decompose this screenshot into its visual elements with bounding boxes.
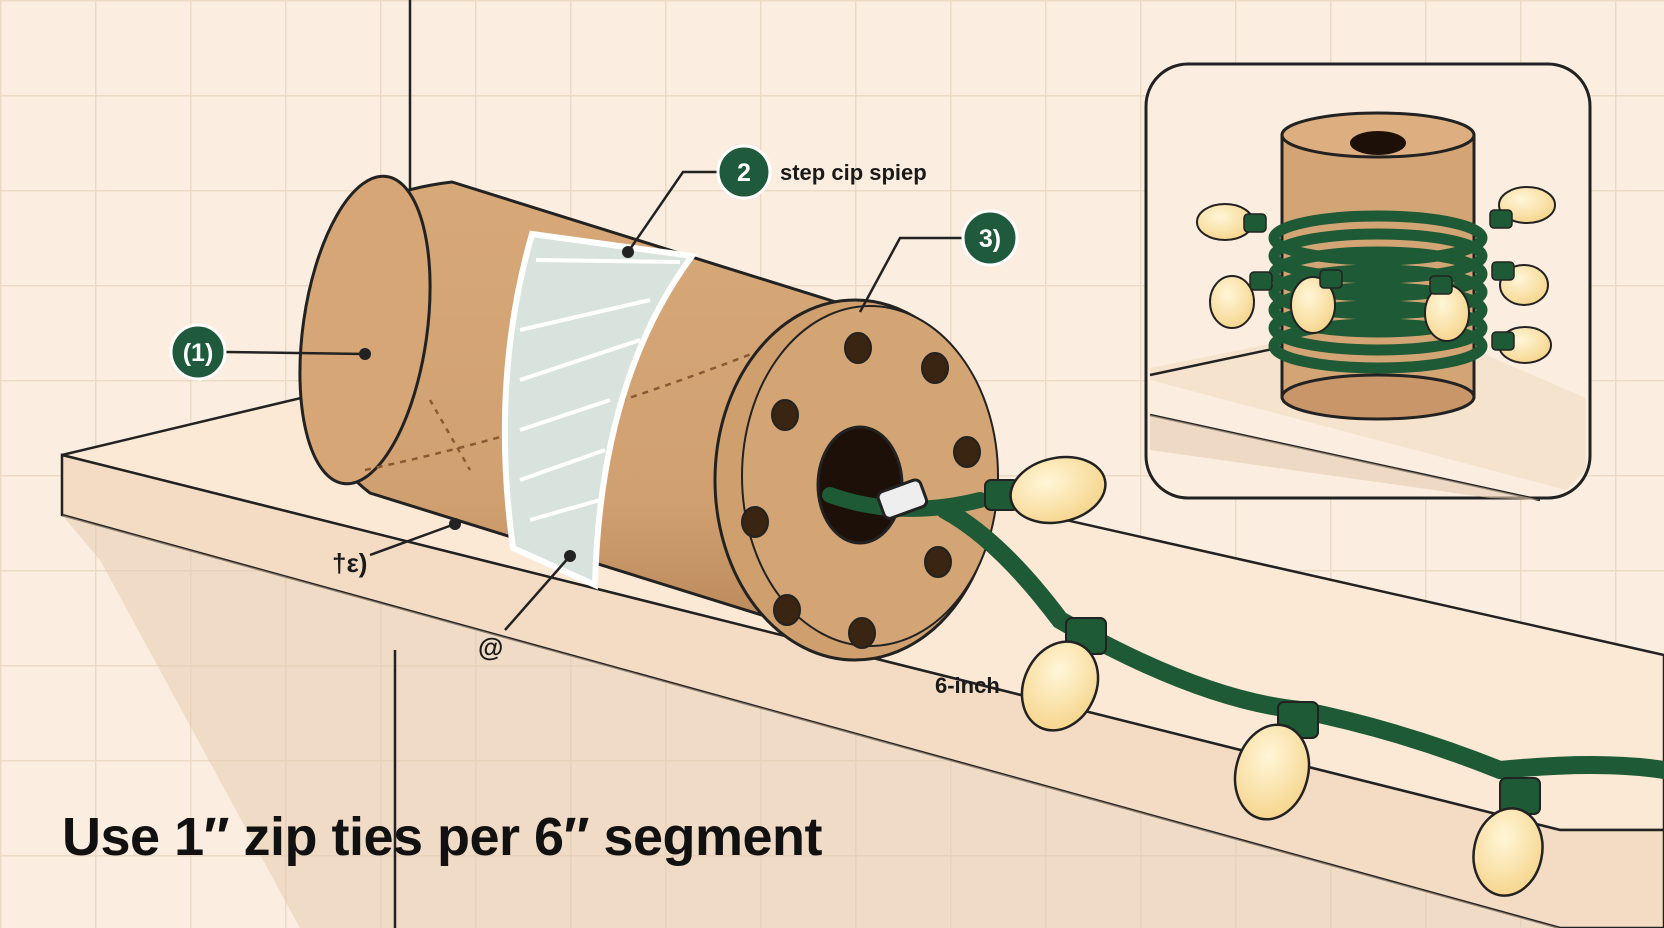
- bulb-3: [1233, 701, 1319, 821]
- callout-2-badge: 2: [737, 159, 751, 187]
- scribble-label-b: @: [478, 632, 503, 662]
- leader-scribble-b: [504, 555, 571, 631]
- distance-label: 6-inch: [935, 673, 1000, 698]
- zip-clip: [876, 478, 929, 520]
- callout-2-text: step cip spiep: [780, 160, 927, 185]
- scribble-label-a: †ε): [332, 548, 367, 578]
- callout-3: 3): [961, 209, 1019, 267]
- end-disc: [713, 298, 999, 662]
- leader-dots: [359, 246, 634, 562]
- callout-1-badge: (1): [183, 339, 214, 367]
- bulb-4: [1472, 777, 1544, 897]
- leader-1: [224, 350, 366, 356]
- leader-2: [626, 170, 720, 253]
- caption: Use 1″ zip ties per 6″ segment: [62, 807, 823, 867]
- center-hole: [816, 425, 904, 545]
- bulb-1: [984, 455, 1107, 525]
- bulb-2: [1020, 617, 1107, 732]
- wrapped-spool-inset: [1196, 111, 1556, 421]
- callout-2: 2 step cip spiep: [716, 144, 927, 200]
- leader-lines: [224, 170, 965, 631]
- tube-left-end: [298, 174, 432, 486]
- inset-panel: [1144, 62, 1592, 502]
- tape-band: [501, 230, 698, 590]
- leader-3: [858, 236, 965, 313]
- leader-scribble-a: [369, 522, 456, 557]
- callout-3-badge: 3): [979, 225, 1001, 253]
- callout-1: (1): [169, 323, 227, 381]
